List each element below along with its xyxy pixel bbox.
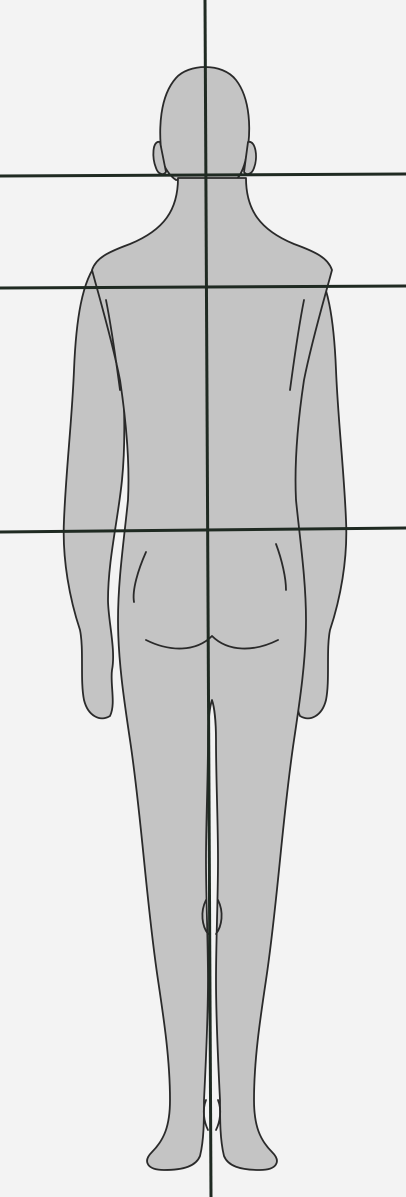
horizontal-line-shoulders <box>0 286 406 288</box>
horizontal-line-head-neck <box>0 174 406 176</box>
